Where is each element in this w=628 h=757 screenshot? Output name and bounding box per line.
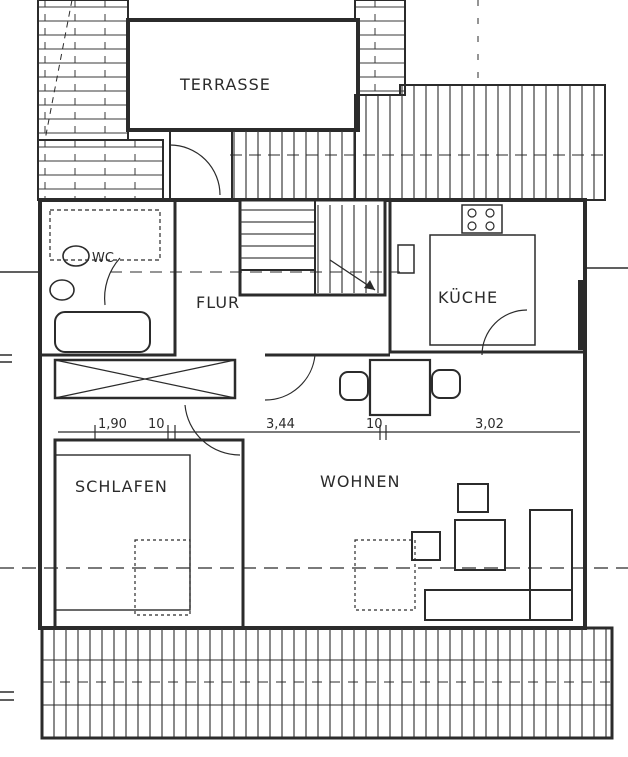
stove-icon [461,204,503,234]
dimension-line: 1,90 10 3,44 10 3,02 [58,417,580,440]
toilet-icon [62,245,90,267]
storage-cupboard [53,358,237,400]
roof-left-strip [37,139,164,201]
dim-hall-width: 3,44 [266,417,295,432]
living-label: WOHNEN [320,472,401,491]
living-area: WOHNEN [320,472,573,621]
bathroom: WC [38,198,177,357]
hall-area: FLUR [169,130,390,401]
dining-table [339,358,461,417]
roof-top-left [37,0,129,141]
bedroom-label: SCHLAFEN [75,477,168,496]
staircase [238,198,387,297]
sink-icon [49,279,75,301]
bedroom-area: SCHLAFEN [53,404,245,630]
hall-label: FLUR [196,293,240,312]
kitchen-sink-icon [397,244,415,274]
roof-bottom [40,626,614,740]
roof-upper-right [230,84,610,201]
dim-bedroom-width: 1,90 [98,417,127,432]
chair-icon [339,371,369,401]
bed-icon [134,539,191,616]
terrace-label: TERRASSE [179,75,271,94]
dim-living-width: 3,02 [475,417,504,432]
bathtub-icon [54,311,151,353]
wc-label: WC [92,251,114,266]
roof-top-right [354,0,406,96]
dim-wall-b: 10 [366,417,383,432]
chair-icon [431,369,461,399]
kitchen-area: KÜCHE [388,198,587,356]
dim-wall-a: 10 [148,417,165,432]
rug-icon [354,539,416,611]
terrace-area: TERRASSE [126,18,360,132]
sofa-icon [424,509,573,621]
kitchen-label: KÜCHE [438,288,498,307]
